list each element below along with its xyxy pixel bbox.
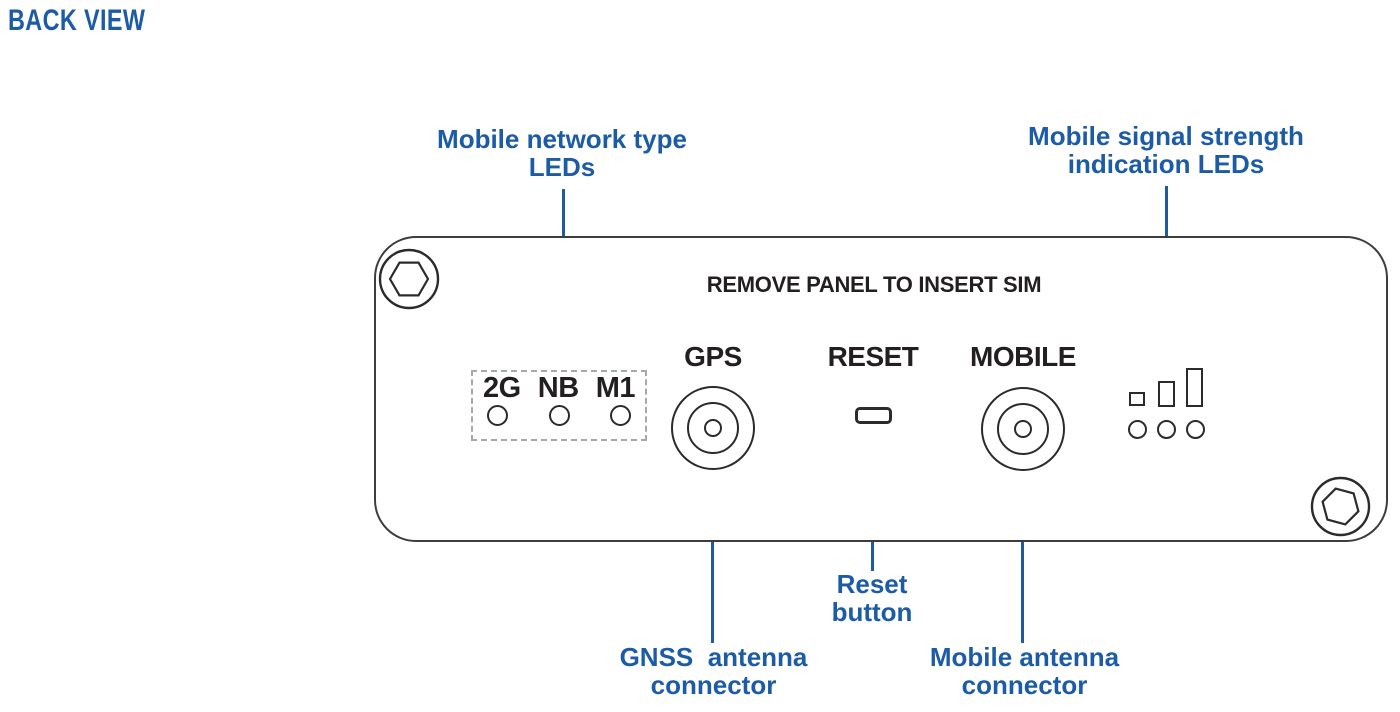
connector-outer-ring xyxy=(981,387,1065,471)
annotation-signal-strength-leds: Mobile signal strength indication LEDs xyxy=(1001,122,1331,178)
gps-port-label: GPS xyxy=(684,341,742,372)
hex-screw-icon xyxy=(1310,476,1371,537)
connector-middle-ring xyxy=(687,402,739,454)
annotation-line: LEDs xyxy=(528,152,596,182)
annotation-line: Mobile network type xyxy=(437,124,687,154)
led-label-m1: M1 xyxy=(595,372,636,404)
connector-middle-ring xyxy=(997,403,1049,455)
annotation-line: connector xyxy=(650,670,777,700)
annotation-line: indication LEDs xyxy=(1067,149,1265,179)
annotation-line: Mobile signal strength xyxy=(1028,121,1304,151)
annotation-line: button xyxy=(831,597,913,627)
reset-port-label: RESET xyxy=(827,341,919,372)
annotation-gnss-connector: GNSS antenna connector xyxy=(591,643,836,699)
annotation-line: Reset xyxy=(836,569,908,599)
led-label-nb: NB xyxy=(537,372,579,404)
connector-center-pin xyxy=(704,419,722,437)
annotation-line: connector xyxy=(961,670,1088,700)
leader-line-gnss-connector xyxy=(711,469,714,643)
led-label-2g: 2G xyxy=(483,372,521,404)
sim-notice-text: REMOVE PANEL TO INSERT SIM xyxy=(706,272,1042,297)
hex-screw-icon xyxy=(378,248,440,310)
network-led-labels: 2G NB M1 xyxy=(473,372,645,403)
leader-line-mobile-connector xyxy=(1021,470,1024,643)
network-led-circles xyxy=(473,405,645,426)
annotation-network-type-leds: Mobile network type LEDs xyxy=(412,125,712,181)
annotation-mobile-connector: Mobile antenna connector xyxy=(902,643,1147,699)
signal-bar-small xyxy=(1129,392,1145,406)
led-circle-icon xyxy=(548,405,570,426)
connector-center-pin xyxy=(1014,420,1032,438)
led-circle-icon xyxy=(1186,420,1205,439)
network-type-led-group: 2G NB M1 xyxy=(471,370,647,441)
annotation-line: Mobile antenna xyxy=(929,642,1120,672)
led-circle-icon xyxy=(487,405,508,426)
reset-button-icon xyxy=(855,407,892,424)
page-title: BACK VIEW xyxy=(8,4,146,37)
mobile-port-label: MOBILE xyxy=(970,341,1076,372)
signal-bar-tall xyxy=(1186,368,1203,407)
annotation-line: GNSS antenna xyxy=(619,642,808,672)
led-circle-icon xyxy=(610,405,631,426)
led-circle-icon xyxy=(1128,420,1147,439)
signal-bar-medium xyxy=(1158,381,1175,407)
led-circle-icon xyxy=(1157,420,1176,439)
connector-outer-ring xyxy=(671,386,755,470)
annotation-reset-button: Reset button xyxy=(802,570,942,626)
device-back-panel xyxy=(374,236,1388,542)
